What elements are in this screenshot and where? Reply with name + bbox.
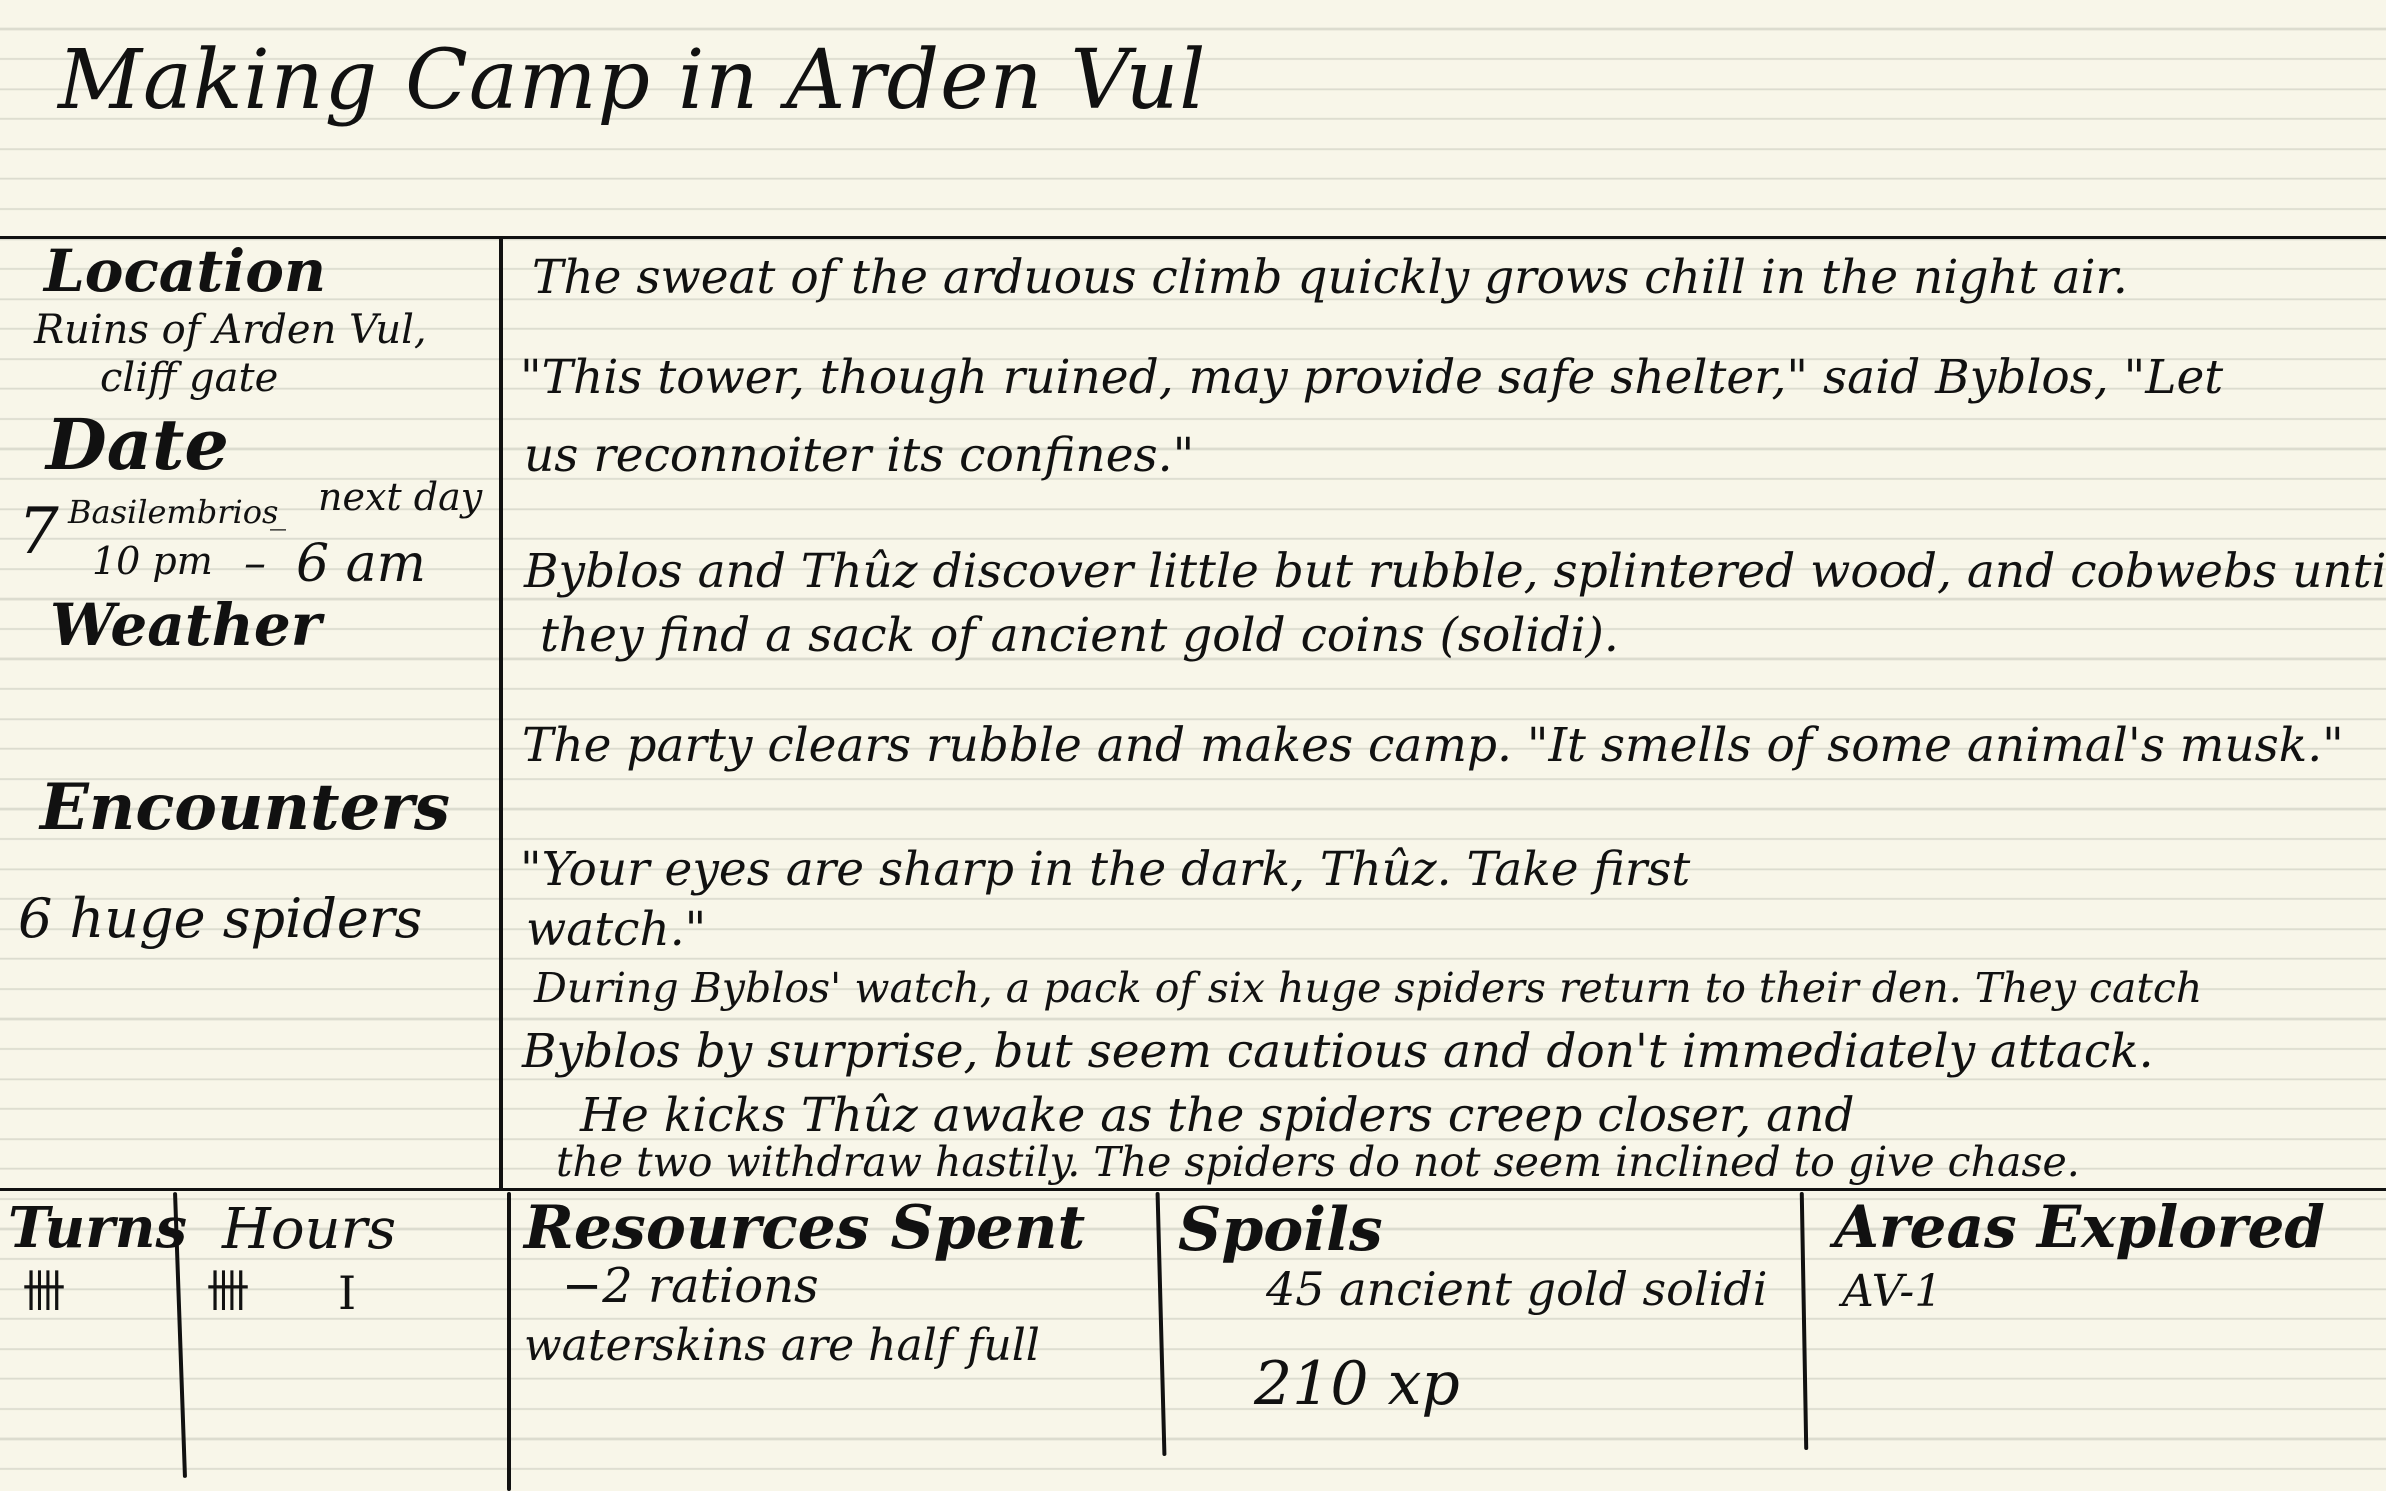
weather-label: Weather — [50, 591, 322, 659]
date-month: Basilembrios — [68, 493, 279, 531]
resources-line2: waterskins are half full — [524, 1320, 1040, 1371]
encounters-value: 6 huge spiders — [18, 887, 423, 950]
narrative-p6-line4: the two withdraw hastily. The spiders do… — [556, 1138, 2080, 1186]
narrative-p5-line2: watch." — [526, 902, 707, 957]
narrative-p5-line1: "Your eyes are sharp in the dark, Thûz. … — [520, 842, 1691, 897]
spoils-line1: 45 ancient gold solidi — [1266, 1262, 1768, 1316]
narrative-p6-line3: He kicks Thûz awake as the spiders creep… — [580, 1088, 1855, 1143]
page-title: Making Camp in Arden Vul — [58, 33, 1207, 128]
date-next: next day — [318, 475, 483, 519]
narrative-p2-line2: us reconnoiter its confines." — [524, 428, 1195, 483]
narrative-p1: The sweat of the arduous climb quickly g… — [532, 250, 2128, 305]
narrative-p4: The party clears rubble and makes camp. … — [522, 718, 2344, 773]
narrative-p3-line1: Byblos and Thûz discover little but rubb… — [524, 544, 2386, 599]
date-dash: _ — [270, 493, 286, 531]
time-start: 10 pm — [92, 539, 213, 583]
hours-extra: I — [338, 1266, 357, 1320]
narrative-p6-line2: Byblos by surprise, but seem cautious an… — [522, 1024, 2154, 1079]
areas-label: Areas Explored — [1834, 1193, 2325, 1261]
spoils-line2: 210 xp — [1254, 1349, 1460, 1419]
date-label: Date — [46, 403, 229, 486]
location-line1: Ruins of Arden Vul, — [34, 307, 427, 353]
header-divider — [0, 236, 2386, 239]
narrative-p3-line2: they find a sack of ancient gold coins (… — [540, 608, 1619, 663]
resources-line1: −2 rations — [562, 1258, 819, 1314]
sidebar-divider — [499, 236, 503, 1191]
footer-divider-spoils — [1799, 1191, 1809, 1451]
narrative-p2-line1: "This tower, though ruined, may provide … — [520, 350, 2224, 405]
narrative-p6-line1: During Byblos' watch, a pack of six huge… — [534, 964, 2203, 1012]
encounters-label: Encounters — [40, 770, 451, 845]
turns-tally: 卌 — [22, 1266, 66, 1317]
location-line2: cliff gate — [100, 355, 279, 401]
footer-divider — [0, 1188, 2386, 1191]
location-label: Location — [44, 237, 327, 305]
footer-divider-hours — [507, 1192, 511, 1491]
spoils-label: Spoils — [1178, 1195, 1383, 1265]
footer-divider-resources — [1155, 1191, 1167, 1457]
areas-value: AV-1 — [1842, 1266, 1943, 1317]
turns-label: Turns — [8, 1195, 187, 1261]
resources-label: Resources Spent — [524, 1193, 1086, 1263]
time-dash: – — [244, 538, 266, 589]
hours-label: Hours — [222, 1197, 397, 1262]
hours-tally: 卌 — [206, 1266, 250, 1317]
time-end: 6 am — [296, 534, 426, 594]
date-day: 7 — [18, 495, 59, 569]
